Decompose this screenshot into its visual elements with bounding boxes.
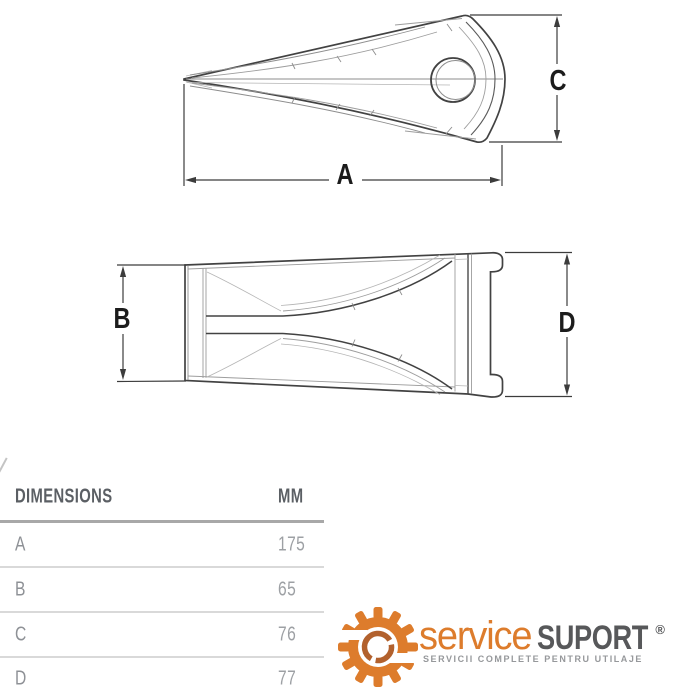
dim-label-a: A [337, 159, 354, 191]
dimension-b [116, 264, 187, 383]
table-header-dimensions: DIMENSIONS [15, 485, 113, 508]
table-row: A 175 [0, 523, 324, 568]
rib-upper-dark [282, 260, 453, 317]
collar-inner-ticks [454, 258, 469, 387]
dim-c-arrow-down [553, 130, 561, 141]
service-suport-logo: service SUPORT ® SERVICII COMPLETE PENTR… [338, 602, 688, 698]
row-label: A [15, 533, 26, 555]
upper-band-2 [191, 31, 438, 79]
table-header-row: DIMENSIONS MM [0, 474, 324, 523]
gear-arrows-icon [361, 630, 395, 664]
dim-d-arrow-up [563, 253, 571, 265]
gear-icon [338, 607, 418, 687]
rib-lower-light1 [282, 338, 446, 393]
rib-lower-light2 [280, 343, 441, 395]
gear-slit-left [338, 630, 367, 640]
gear-slit-right [389, 653, 418, 663]
rib-lower-ticks [351, 339, 403, 362]
top-view-drawing [184, 251, 504, 398]
brand-tagline: SERVICII COMPLETE PENTRU UTILAJE [423, 654, 643, 664]
side-view-outline [183, 14, 506, 144]
brand-suport-wrap: SUPORT [537, 618, 654, 665]
pin-hole-outer [430, 57, 476, 103]
row-value: 76 [278, 623, 297, 645]
table-row: D 77 [0, 658, 324, 700]
tip-chamfer-lines [202, 268, 207, 378]
dim-a-arrow-left [185, 176, 196, 184]
upper-band-ticks [291, 48, 377, 70]
dimension-d [505, 251, 572, 398]
brand-service-text: service [419, 614, 533, 658]
dimension-a [183, 84, 503, 186]
lower-band-ticks [291, 96, 375, 117]
slot-lines [206, 315, 283, 335]
bottom-inner-edge [187, 375, 456, 388]
table-row: B 65 [0, 568, 324, 613]
rib-lower-dark [282, 332, 453, 390]
dim-label-d: D [559, 307, 576, 339]
row-label: D [15, 667, 27, 690]
gear-body [338, 607, 418, 687]
registered-trademark-icon: ® [655, 622, 665, 637]
face-chamfer-lower [206, 338, 282, 378]
rib-upper-light1 [282, 257, 446, 312]
brand-wordmark: service SUPORT ® [419, 616, 665, 665]
head-top-inner [394, 18, 463, 26]
row-label: B [15, 578, 26, 600]
dim-label-c: C [550, 65, 567, 97]
tip-chamfer-bottom [185, 81, 213, 89]
side-center-line2 [186, 82, 451, 86]
dim-c-arrow-up [553, 16, 561, 27]
tooth-technical-drawing: C A [114, 14, 576, 398]
dimensions-table: DIMENSIONS MM A 175 B 65 C 76 D 77 [0, 474, 324, 700]
top-inner-edge [187, 257, 456, 270]
dim-b-arrow-up [119, 266, 127, 277]
dim-a-arrow-right [490, 176, 501, 184]
dim-b-arrow-down [119, 369, 127, 380]
side-view-drawing [183, 14, 506, 144]
dim-label-b: B [114, 303, 131, 335]
row-value: 65 [278, 578, 297, 600]
row-value: 175 [278, 533, 306, 555]
head-bottom-inner [404, 130, 477, 140]
row-label: C [15, 623, 27, 645]
row-value: 77 [278, 667, 297, 690]
head-inner-curve2 [458, 26, 487, 130]
lower-band-2 [191, 82, 438, 129]
pin-hole-inner [435, 60, 476, 100]
brand-suport-text: SUPORT [537, 619, 649, 657]
table-header-mm: MM [278, 485, 304, 508]
upper-band-1 [189, 26, 426, 76]
dimension-c [470, 14, 562, 143]
head-inner-curve1 [465, 21, 496, 136]
rib-upper-ticks [351, 287, 403, 311]
rib-upper-light2 [280, 254, 441, 306]
head-ticks [445, 23, 453, 135]
lower-band-1 [189, 85, 426, 134]
dim-d-arrow-down [563, 384, 571, 396]
dim-b-ext-bottom [116, 380, 187, 383]
face-chamfer-upper [206, 271, 282, 312]
table-row: C 76 [0, 613, 324, 658]
top-view-outline [184, 251, 504, 398]
